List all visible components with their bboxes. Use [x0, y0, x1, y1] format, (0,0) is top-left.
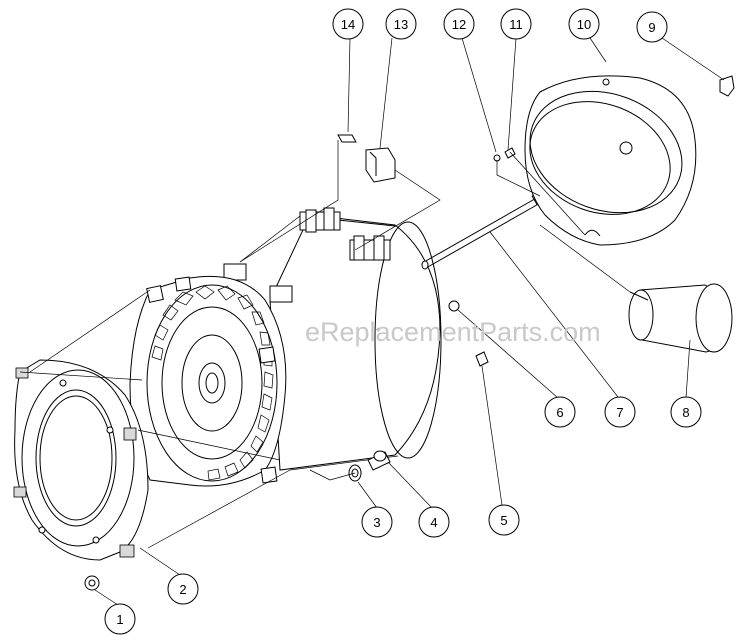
nut-1	[84, 575, 100, 591]
callout-12-label: 12	[452, 17, 466, 32]
brush-block-mid	[349, 235, 391, 261]
callout-2: 2	[167, 573, 199, 605]
callout-11-label: 11	[509, 17, 523, 32]
watermark-text: eReplacementParts.com	[305, 317, 601, 347]
callout-1: 1	[104, 603, 136, 635]
callout-13: 13	[385, 8, 417, 40]
callout-7-label: 7	[616, 405, 623, 420]
bolt-4	[367, 450, 391, 471]
small-terminal-14	[337, 134, 357, 143]
callout-3-label: 3	[373, 515, 380, 530]
callout-10: 10	[568, 8, 600, 40]
terminal-block	[365, 147, 396, 183]
callout-14-label: 14	[341, 17, 355, 32]
stator-housing: +	[239, 214, 442, 471]
tie-rod	[421, 190, 547, 270]
small-screw-11	[504, 147, 516, 159]
callout-13-label: 13	[394, 17, 408, 32]
end-cover	[524, 75, 697, 246]
callout-8: 8	[670, 396, 702, 428]
callout-2-label: 2	[179, 582, 186, 597]
end-plate	[13, 359, 149, 561]
callout-12: 12	[443, 8, 475, 40]
screw-5	[475, 351, 489, 367]
callout-14: 14	[332, 8, 364, 40]
callout-4: 4	[418, 506, 450, 538]
callout-3: 3	[361, 506, 393, 538]
leader-lines	[19, 140, 631, 549]
small-block-b	[269, 285, 293, 303]
callout-10-label: 10	[577, 17, 591, 32]
callout-5-label: 5	[500, 513, 507, 528]
callout-7: 7	[604, 396, 636, 428]
screw-6	[448, 300, 460, 312]
callout-11: 11	[500, 8, 532, 40]
callout-5: 5	[488, 504, 520, 536]
callout-1-label: 1	[116, 612, 123, 627]
callout-9-label: 9	[648, 20, 655, 35]
callout-9: 9	[636, 11, 668, 43]
clip-9	[719, 75, 735, 97]
callout-6: 6	[544, 396, 576, 428]
callout-8-label: 8	[682, 405, 689, 420]
callout-6-label: 6	[556, 405, 563, 420]
callout-pointers	[94, 37, 725, 606]
brush-block-top	[299, 207, 341, 233]
fan-rotor-assembly	[129, 275, 287, 487]
svg-text:+: +	[376, 327, 380, 334]
callout-4-label: 4	[430, 515, 437, 530]
capacitor	[628, 283, 733, 353]
